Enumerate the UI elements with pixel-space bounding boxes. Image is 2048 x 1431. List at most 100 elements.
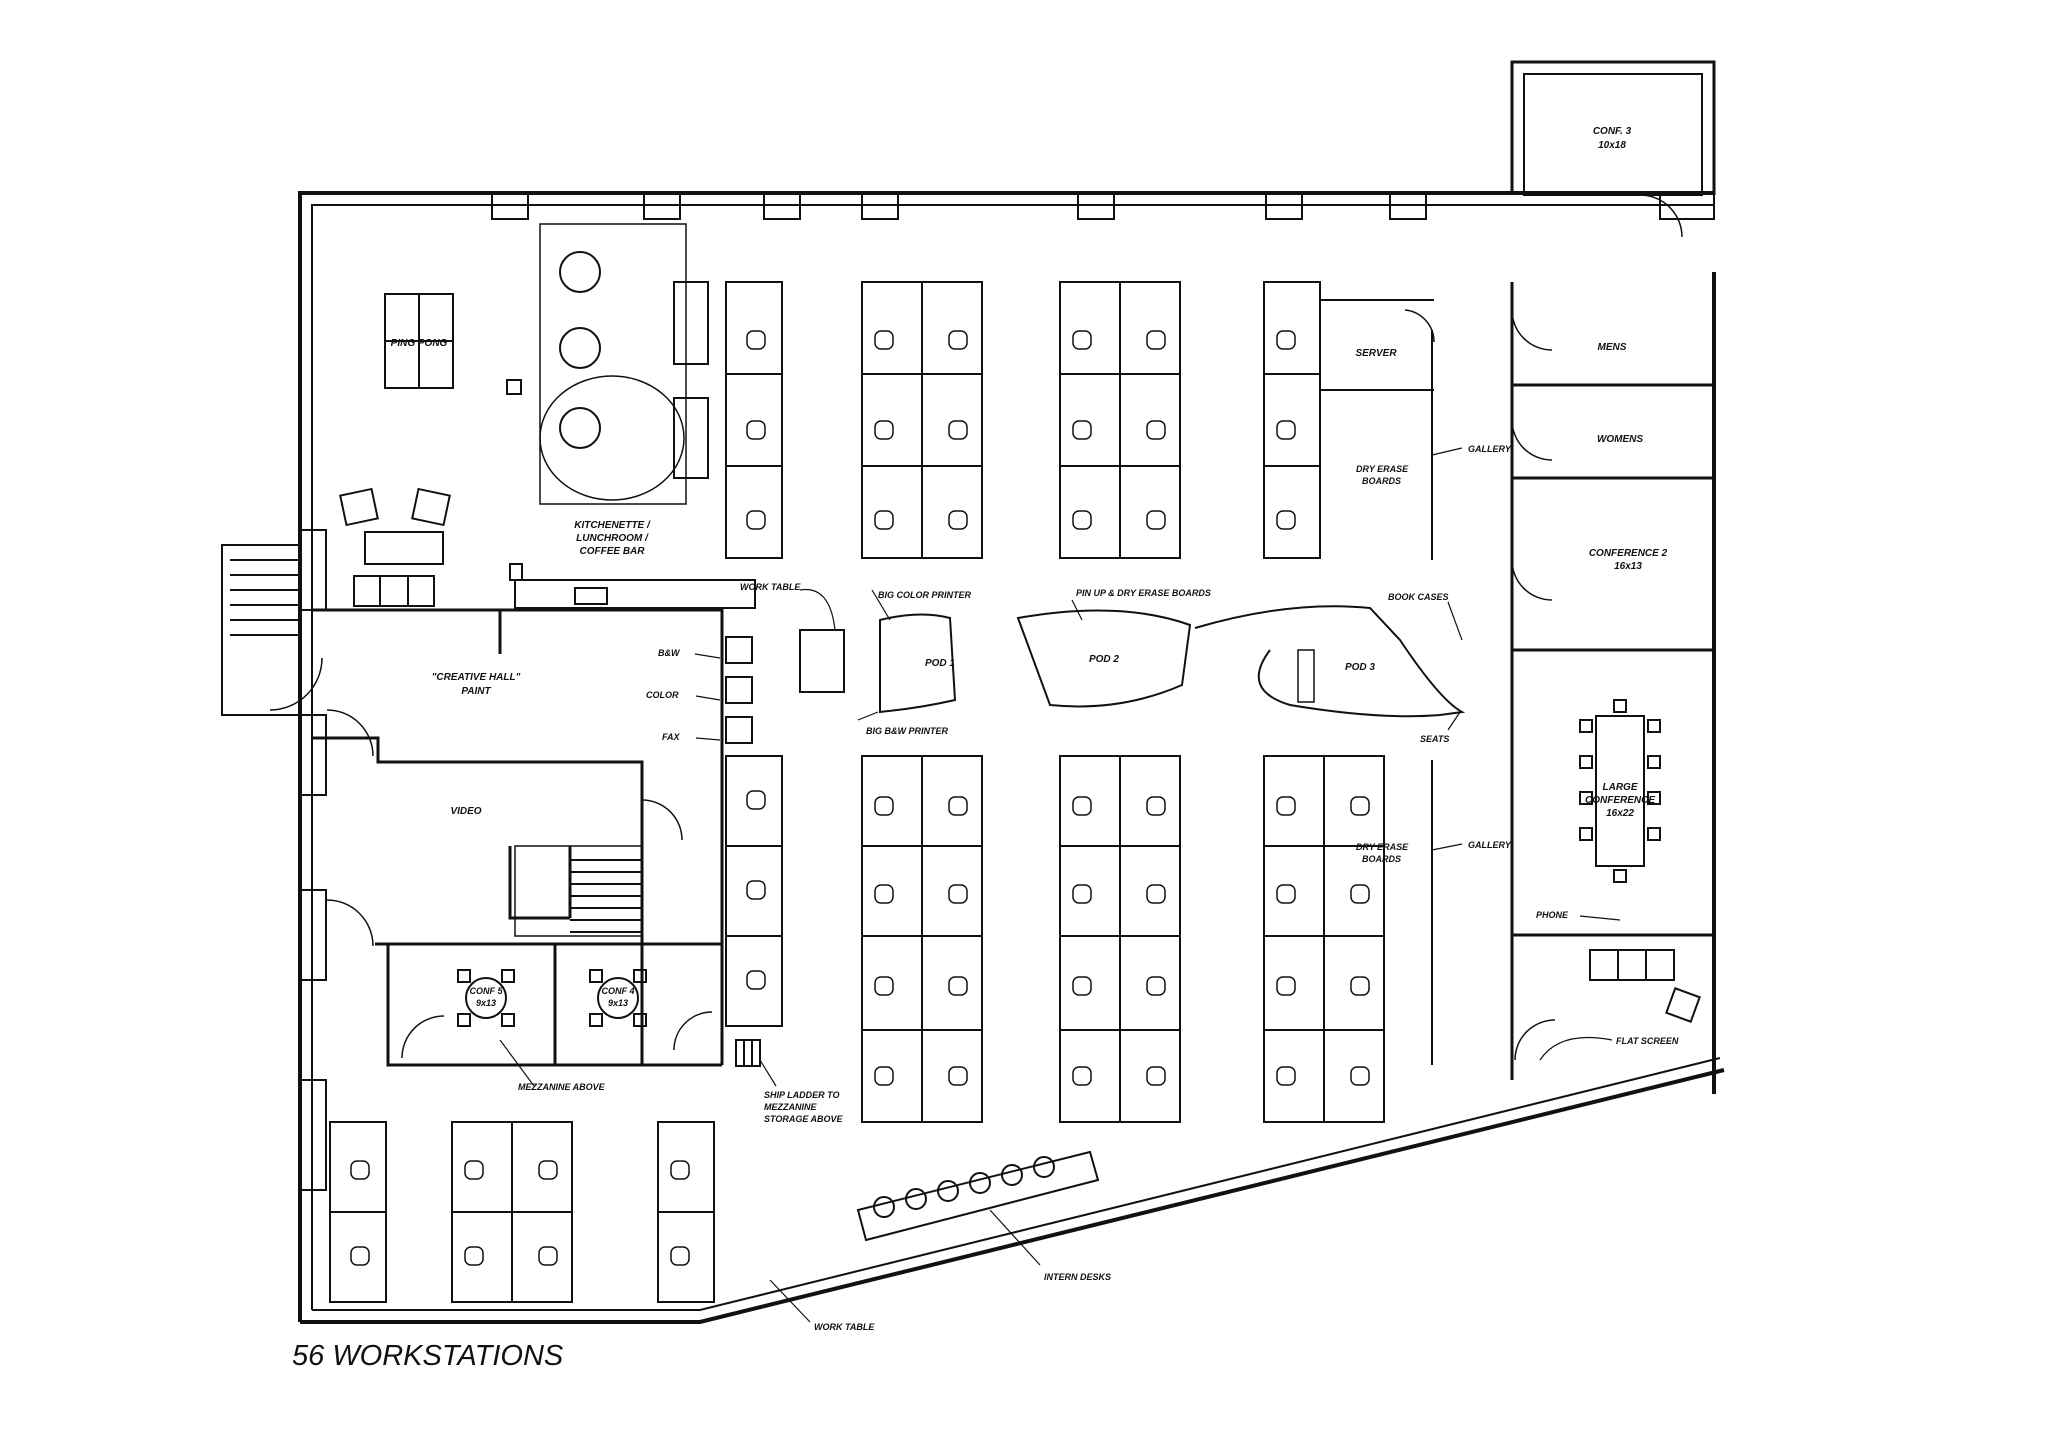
creative-hall-label: "CREATIVE HALL" bbox=[432, 672, 521, 683]
desk-chair bbox=[948, 420, 968, 440]
conference2-size: 16x13 bbox=[1614, 561, 1642, 572]
conf5-label: CONF 5 bbox=[469, 986, 503, 996]
desk-chair bbox=[1146, 1066, 1166, 1086]
desk-chair bbox=[1072, 884, 1092, 904]
desk-chair bbox=[1146, 510, 1166, 530]
mens-label: MENS bbox=[1598, 342, 1627, 353]
desk-chair bbox=[1350, 976, 1370, 996]
work-table-top-label: WORK TABLE bbox=[740, 582, 801, 592]
desk-chair bbox=[1146, 330, 1166, 350]
desk-chair bbox=[746, 790, 766, 810]
pod3-label: POD 3 bbox=[1345, 662, 1375, 673]
desk-chair bbox=[874, 420, 894, 440]
conf3-room bbox=[1510, 60, 1716, 238]
right-rooms bbox=[1510, 282, 1714, 1080]
conf4-label: CONF 4 bbox=[601, 986, 634, 996]
desk-chair bbox=[948, 1066, 968, 1086]
desk-chair bbox=[464, 1246, 484, 1266]
desk-chair bbox=[874, 510, 894, 530]
pod2-label: POD 2 bbox=[1089, 654, 1119, 665]
desk-chair bbox=[1350, 1066, 1370, 1086]
desk-chair bbox=[874, 976, 894, 996]
desk-chair bbox=[1146, 976, 1166, 996]
conf3-label: CONF. 3 bbox=[1593, 126, 1632, 137]
large-conference-table bbox=[1579, 699, 1661, 883]
conf5-table bbox=[457, 969, 515, 1027]
conf5-size: 9x13 bbox=[476, 998, 496, 1008]
stairs bbox=[514, 845, 643, 937]
flat-screen-label: FLAT SCREEN bbox=[1616, 1036, 1679, 1046]
exterior-walls bbox=[298, 191, 1725, 1324]
work-table-bottom-label: WORK TABLE bbox=[814, 1322, 875, 1332]
desk-chair bbox=[670, 1160, 690, 1180]
desk-chair bbox=[1350, 796, 1370, 816]
workstation-pods-upper bbox=[725, 281, 1435, 559]
office-printers bbox=[725, 629, 845, 744]
desk-chair bbox=[948, 796, 968, 816]
desk-chair bbox=[874, 884, 894, 904]
desk-chair bbox=[1276, 330, 1296, 350]
conf4-table bbox=[589, 969, 647, 1027]
big-color-printer-label: BIG COLOR PRINTER bbox=[878, 590, 972, 600]
desk-chair bbox=[350, 1160, 370, 1180]
womens-label: WOMENS bbox=[1597, 434, 1643, 445]
conf4-size: 9x13 bbox=[608, 998, 628, 1008]
large-conference-label-1: LARGE bbox=[1603, 782, 1638, 793]
desk-chair bbox=[746, 510, 766, 530]
desk-chair bbox=[1276, 510, 1296, 530]
large-conference-size: 16x22 bbox=[1606, 808, 1634, 819]
left-wall-elements bbox=[221, 529, 327, 1191]
desk-chair bbox=[1276, 1066, 1296, 1086]
mezzanine-above-label: MEZZANINE ABOVE bbox=[518, 1082, 606, 1092]
conference2-label: CONFERENCE 2 bbox=[1589, 548, 1668, 559]
desk-chair bbox=[874, 330, 894, 350]
desk-chair bbox=[1146, 796, 1166, 816]
desk-chair bbox=[1350, 884, 1370, 904]
desk-chair bbox=[1146, 884, 1166, 904]
kitchenette bbox=[509, 223, 756, 609]
leader-lines bbox=[499, 447, 1621, 1323]
conf3-size: 10x18 bbox=[1598, 140, 1626, 151]
workstation-pods-bottom-left bbox=[329, 1121, 715, 1303]
server-label: SERVER bbox=[1355, 348, 1397, 359]
desk-chair bbox=[1072, 976, 1092, 996]
ping-pong-label: PING PONG bbox=[391, 338, 448, 349]
desk-chair bbox=[1072, 510, 1092, 530]
desk-chair bbox=[1146, 420, 1166, 440]
desk-chair bbox=[948, 884, 968, 904]
dry-erase-top-2: BOARDS bbox=[1362, 476, 1401, 486]
desk-chair bbox=[1072, 330, 1092, 350]
desk-chair bbox=[1072, 420, 1092, 440]
desk-chair bbox=[464, 1160, 484, 1180]
pod1-label: POD 1 bbox=[925, 658, 955, 669]
book-cases-label: BOOK CASES bbox=[1388, 592, 1449, 602]
desk-chair bbox=[670, 1246, 690, 1266]
color-printer-label: COLOR bbox=[646, 690, 679, 700]
ship-ladder-label-3: STORAGE ABOVE bbox=[764, 1114, 844, 1124]
desk-chair bbox=[948, 510, 968, 530]
desk-chair bbox=[1276, 884, 1296, 904]
pinup-boards-label: PIN UP & DRY ERASE BOARDS bbox=[1076, 588, 1211, 598]
creative-hall-sub: PAINT bbox=[461, 686, 491, 697]
room-labels: CONF. 3 10x18 PING PONG KITCHENETTE / LU… bbox=[391, 126, 1668, 1008]
workstation-pods-lower bbox=[725, 755, 1385, 1123]
desk-chair bbox=[1276, 420, 1296, 440]
seats-label: SEATS bbox=[1420, 734, 1449, 744]
desk-chair bbox=[948, 976, 968, 996]
desk-chair bbox=[874, 1066, 894, 1086]
desk-chair bbox=[1072, 1066, 1092, 1086]
desk-chair bbox=[350, 1246, 370, 1266]
big-bw-printer-label: BIG B&W PRINTER bbox=[866, 726, 948, 736]
large-conference-label-2: CONFERENCE bbox=[1585, 795, 1655, 806]
dry-erase-bottom-1: DRY ERASE bbox=[1356, 842, 1409, 852]
dry-erase-bottom-2: BOARDS bbox=[1362, 854, 1401, 864]
ping-pong-area bbox=[339, 293, 522, 607]
fax-label: FAX bbox=[662, 732, 681, 742]
desk-chair bbox=[1276, 976, 1296, 996]
desk-chair bbox=[1276, 796, 1296, 816]
kitchenette-label-3: COFFEE BAR bbox=[580, 546, 646, 557]
desk-chair bbox=[746, 970, 766, 990]
workstation-count-caption: 56 WORKSTATIONS bbox=[292, 1340, 564, 1372]
desk-chair bbox=[874, 796, 894, 816]
